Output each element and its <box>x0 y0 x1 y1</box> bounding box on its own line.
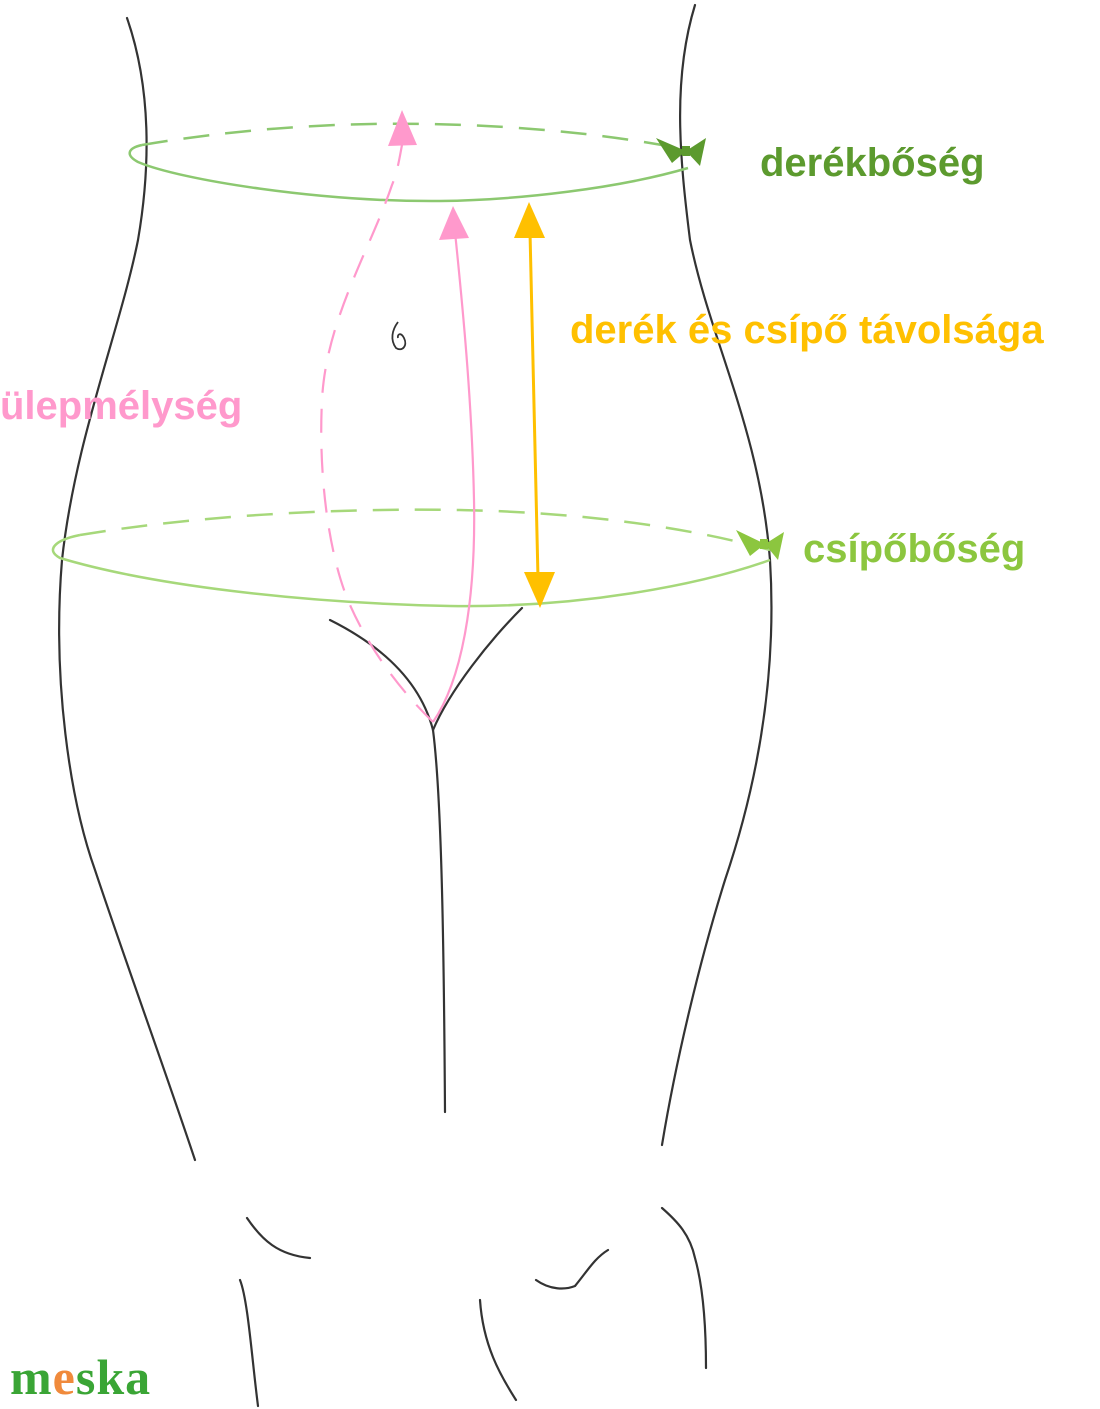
navel-icon <box>391 321 407 351</box>
hip-label: csípőbőség <box>803 527 1026 571</box>
hip-loop-front <box>51 533 771 608</box>
left-body-contour <box>58 16 197 1162</box>
waist-hip-distance-label: derék és csípő távolsága <box>570 308 1044 352</box>
logo-letter: e <box>52 1349 76 1405</box>
waist-loop-back <box>141 122 689 152</box>
distance-arrowhead-bottom <box>524 572 555 608</box>
body-outline <box>58 3 773 1408</box>
waist-measurement-loop <box>128 122 689 203</box>
hip-loop-back <box>79 508 771 552</box>
waist-loop-front <box>128 143 689 203</box>
logo-letter: k <box>96 1349 126 1405</box>
distance-arrowhead-top <box>514 202 545 238</box>
logo-letter: m <box>10 1349 53 1405</box>
right-knee-line <box>660 1206 708 1370</box>
meska-logo: meska <box>10 1352 151 1402</box>
center-knee-line <box>534 1248 610 1290</box>
seat-depth-front-arrow <box>432 206 476 723</box>
crotch-left-line <box>328 618 435 732</box>
hip-marker-icon <box>736 530 784 560</box>
waist-hip-distance-arrow <box>514 202 555 608</box>
hip-measurement-loop <box>51 508 771 608</box>
waist-marker-icon <box>656 138 706 166</box>
center-lower-leg <box>478 1298 518 1402</box>
seat-depth-label: ülepmélység <box>0 384 243 428</box>
logo-letter: s <box>75 1349 97 1405</box>
left-lower-leg-outer <box>238 1278 260 1408</box>
seat-depth-back-arrow <box>320 110 434 723</box>
logo-letter: a <box>125 1349 152 1405</box>
inner-leg-line <box>431 728 447 1114</box>
seat-depth-front-arrowhead <box>439 206 469 240</box>
waist-label: derékbőség <box>760 141 985 185</box>
seat-depth-back-arrowhead <box>388 110 417 146</box>
crotch-right-line <box>431 606 524 732</box>
left-knee-line <box>245 1216 312 1260</box>
